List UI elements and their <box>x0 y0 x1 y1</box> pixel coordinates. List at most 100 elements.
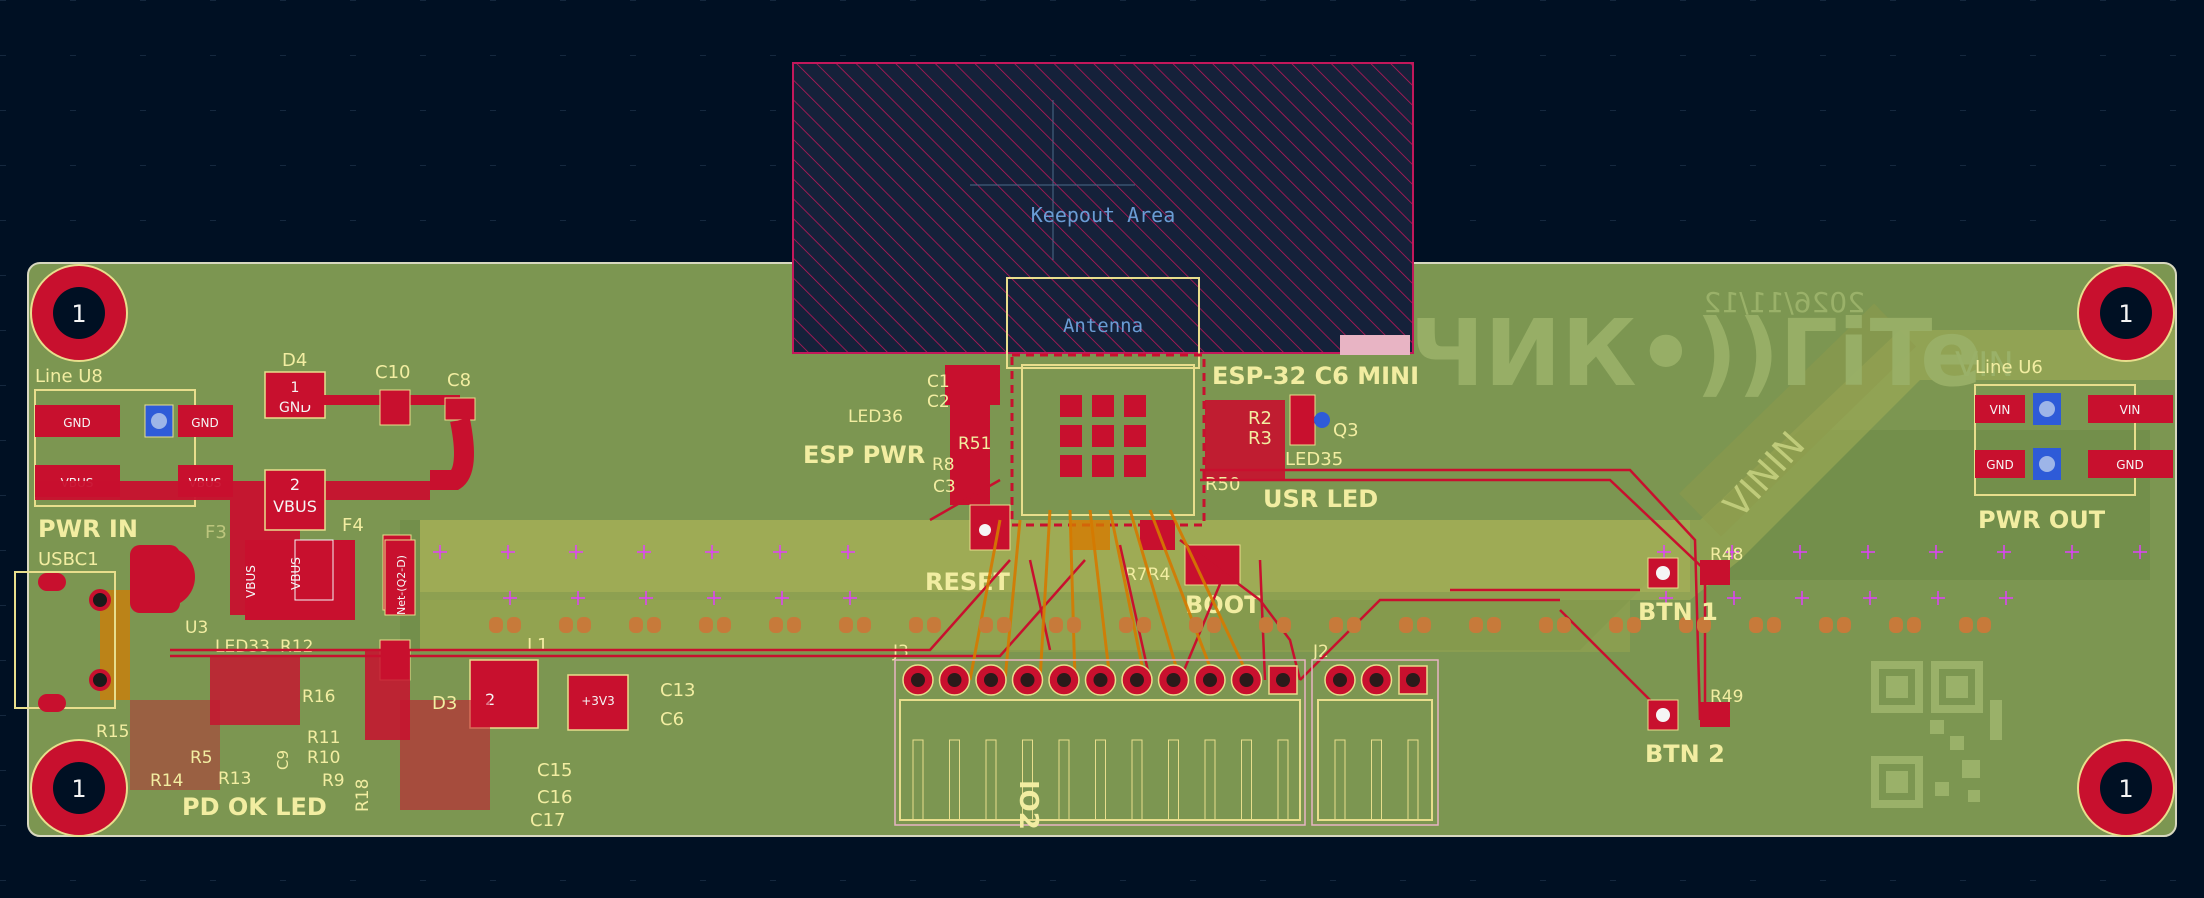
led-pad-pair <box>1399 617 1431 633</box>
esp-module-area <box>945 335 1410 586</box>
svg-text:L1: L1 <box>527 635 548 656</box>
svg-text:BTN 1: BTN 1 <box>1638 598 1718 626</box>
led-pad-pair <box>559 617 591 633</box>
svg-text:R18: R18 <box>353 779 373 812</box>
svg-text:LED35: LED35 <box>1285 449 1343 470</box>
svg-text:VBUS: VBUS <box>289 557 303 590</box>
svg-text:R9: R9 <box>322 771 345 791</box>
header-pin <box>1324 664 1356 696</box>
svg-text:J3: J3 <box>892 642 909 662</box>
svg-text:IO2: IO2 <box>1013 780 1043 830</box>
led-pad-pair <box>699 617 731 633</box>
led-pad-pair <box>1049 617 1081 633</box>
power-input-section: GND VBUS GND VBUS 1 GND 2 VBUS VBUS VBUS… <box>34 371 629 810</box>
header-pin <box>1011 664 1044 696</box>
header-pin <box>902 664 934 696</box>
svg-text:F3: F3 <box>205 522 227 543</box>
via-marker <box>1997 545 2011 559</box>
trace-band-upper <box>420 520 1690 592</box>
svg-text:C13: C13 <box>660 680 695 701</box>
svg-text:C16: C16 <box>537 787 572 808</box>
led-pad-pair <box>1539 617 1571 633</box>
led-pad-pair <box>1679 617 1711 633</box>
svg-text:C9: C9 <box>274 750 292 770</box>
svg-text:Q3: Q3 <box>1333 420 1359 441</box>
svg-text:R12: R12 <box>280 637 313 657</box>
via-marker <box>843 591 857 605</box>
keepout-label: Keepout Area <box>1031 203 1176 227</box>
via-marker <box>705 545 719 559</box>
svg-text:R3: R3 <box>1248 428 1272 449</box>
svg-text:1: 1 <box>71 775 86 803</box>
svg-text:1: 1 <box>2118 775 2133 803</box>
via-marker <box>1725 545 1739 559</box>
header-pin <box>938 664 971 696</box>
svg-text:Line U6: Line U6 <box>1975 357 2043 378</box>
via-markers <box>433 545 2147 605</box>
via-marker <box>637 545 651 559</box>
vin-silk: VIN <box>1955 345 2014 385</box>
svg-text:C3: C3 <box>933 477 956 497</box>
svg-text:1: 1 <box>71 300 86 328</box>
vin-diagonal <box>1679 303 1916 537</box>
via-marker <box>1659 591 1673 605</box>
silk-labels-left: Line U8 PWR IN USBC1 U3 LED33 R12 R16 R1… <box>35 350 695 831</box>
svg-text:PWR OUT: PWR OUT <box>1978 506 2106 534</box>
via-marker <box>773 545 787 559</box>
via-marker <box>433 545 447 559</box>
svg-text:BOOT: BOOT <box>1185 591 1261 619</box>
svg-text:C15: C15 <box>537 760 572 781</box>
via-marker <box>2065 545 2079 559</box>
svg-text:VIN: VIN <box>2120 403 2141 417</box>
led-pad-pair <box>1469 617 1501 633</box>
qr-code <box>1871 661 2002 808</box>
svg-text:R10: R10 <box>307 748 340 768</box>
via-marker <box>1931 591 1945 605</box>
svg-text:PD OK LED: PD OK LED <box>182 793 327 821</box>
svg-text:C6: C6 <box>660 709 684 730</box>
header-pin <box>1398 665 1428 695</box>
svg-text:C1: C1 <box>927 372 950 392</box>
svg-text:VIN: VIN <box>1990 403 2011 417</box>
button-pads <box>1647 557 1730 731</box>
svg-text:ESP PWR: ESP PWR <box>803 441 925 469</box>
svg-text:R2: R2 <box>1248 408 1272 429</box>
via-marker <box>1861 545 1875 559</box>
led-pad-pair <box>489 617 521 633</box>
mirrored-date: 2026/11/12 <box>1704 286 1865 319</box>
svg-text:C8: C8 <box>447 370 471 391</box>
svg-text:ESP-32 C6 MINI: ESP-32 C6 MINI <box>1212 362 1419 390</box>
header-pin <box>1121 664 1153 696</box>
svg-text:R11: R11 <box>307 728 340 748</box>
antenna-label: Antenna <box>1063 315 1143 337</box>
svg-text:RESET: RESET <box>925 568 1011 596</box>
svg-text:GND: GND <box>2116 458 2144 472</box>
led-pad-pair <box>1189 617 1221 633</box>
power-output-section: VIN VIN GND GND <box>1974 384 2173 496</box>
svg-text:+3V3: +3V3 <box>581 694 615 708</box>
via-marker <box>841 545 855 559</box>
header-pin <box>975 664 1007 696</box>
svg-text:D3: D3 <box>432 693 457 714</box>
svg-text:C17: C17 <box>530 810 565 831</box>
svg-text:R8: R8 <box>932 455 955 475</box>
via-marker <box>775 591 789 605</box>
header-pin <box>1194 664 1226 696</box>
via-marker <box>1999 591 2013 605</box>
svg-text:R16: R16 <box>302 687 335 707</box>
svg-text:2: 2 <box>290 475 300 494</box>
svg-text:Net-(Q2-D): Net-(Q2-D) <box>395 555 408 615</box>
via-marker <box>1657 545 1671 559</box>
led-pad-pair <box>839 617 871 633</box>
svg-text:2: 2 <box>485 690 495 709</box>
svg-text:R13: R13 <box>218 769 251 789</box>
svg-text:GND: GND <box>63 416 91 430</box>
via-marker <box>1793 545 1807 559</box>
pad-pairs <box>489 617 1991 633</box>
usb-shield-pads <box>38 573 111 712</box>
header-pin <box>1230 664 1263 696</box>
svg-text:Line U8: Line U8 <box>35 366 103 387</box>
svg-text:PWR IN: PWR IN <box>38 515 138 543</box>
svg-text:C10: C10 <box>375 362 410 383</box>
